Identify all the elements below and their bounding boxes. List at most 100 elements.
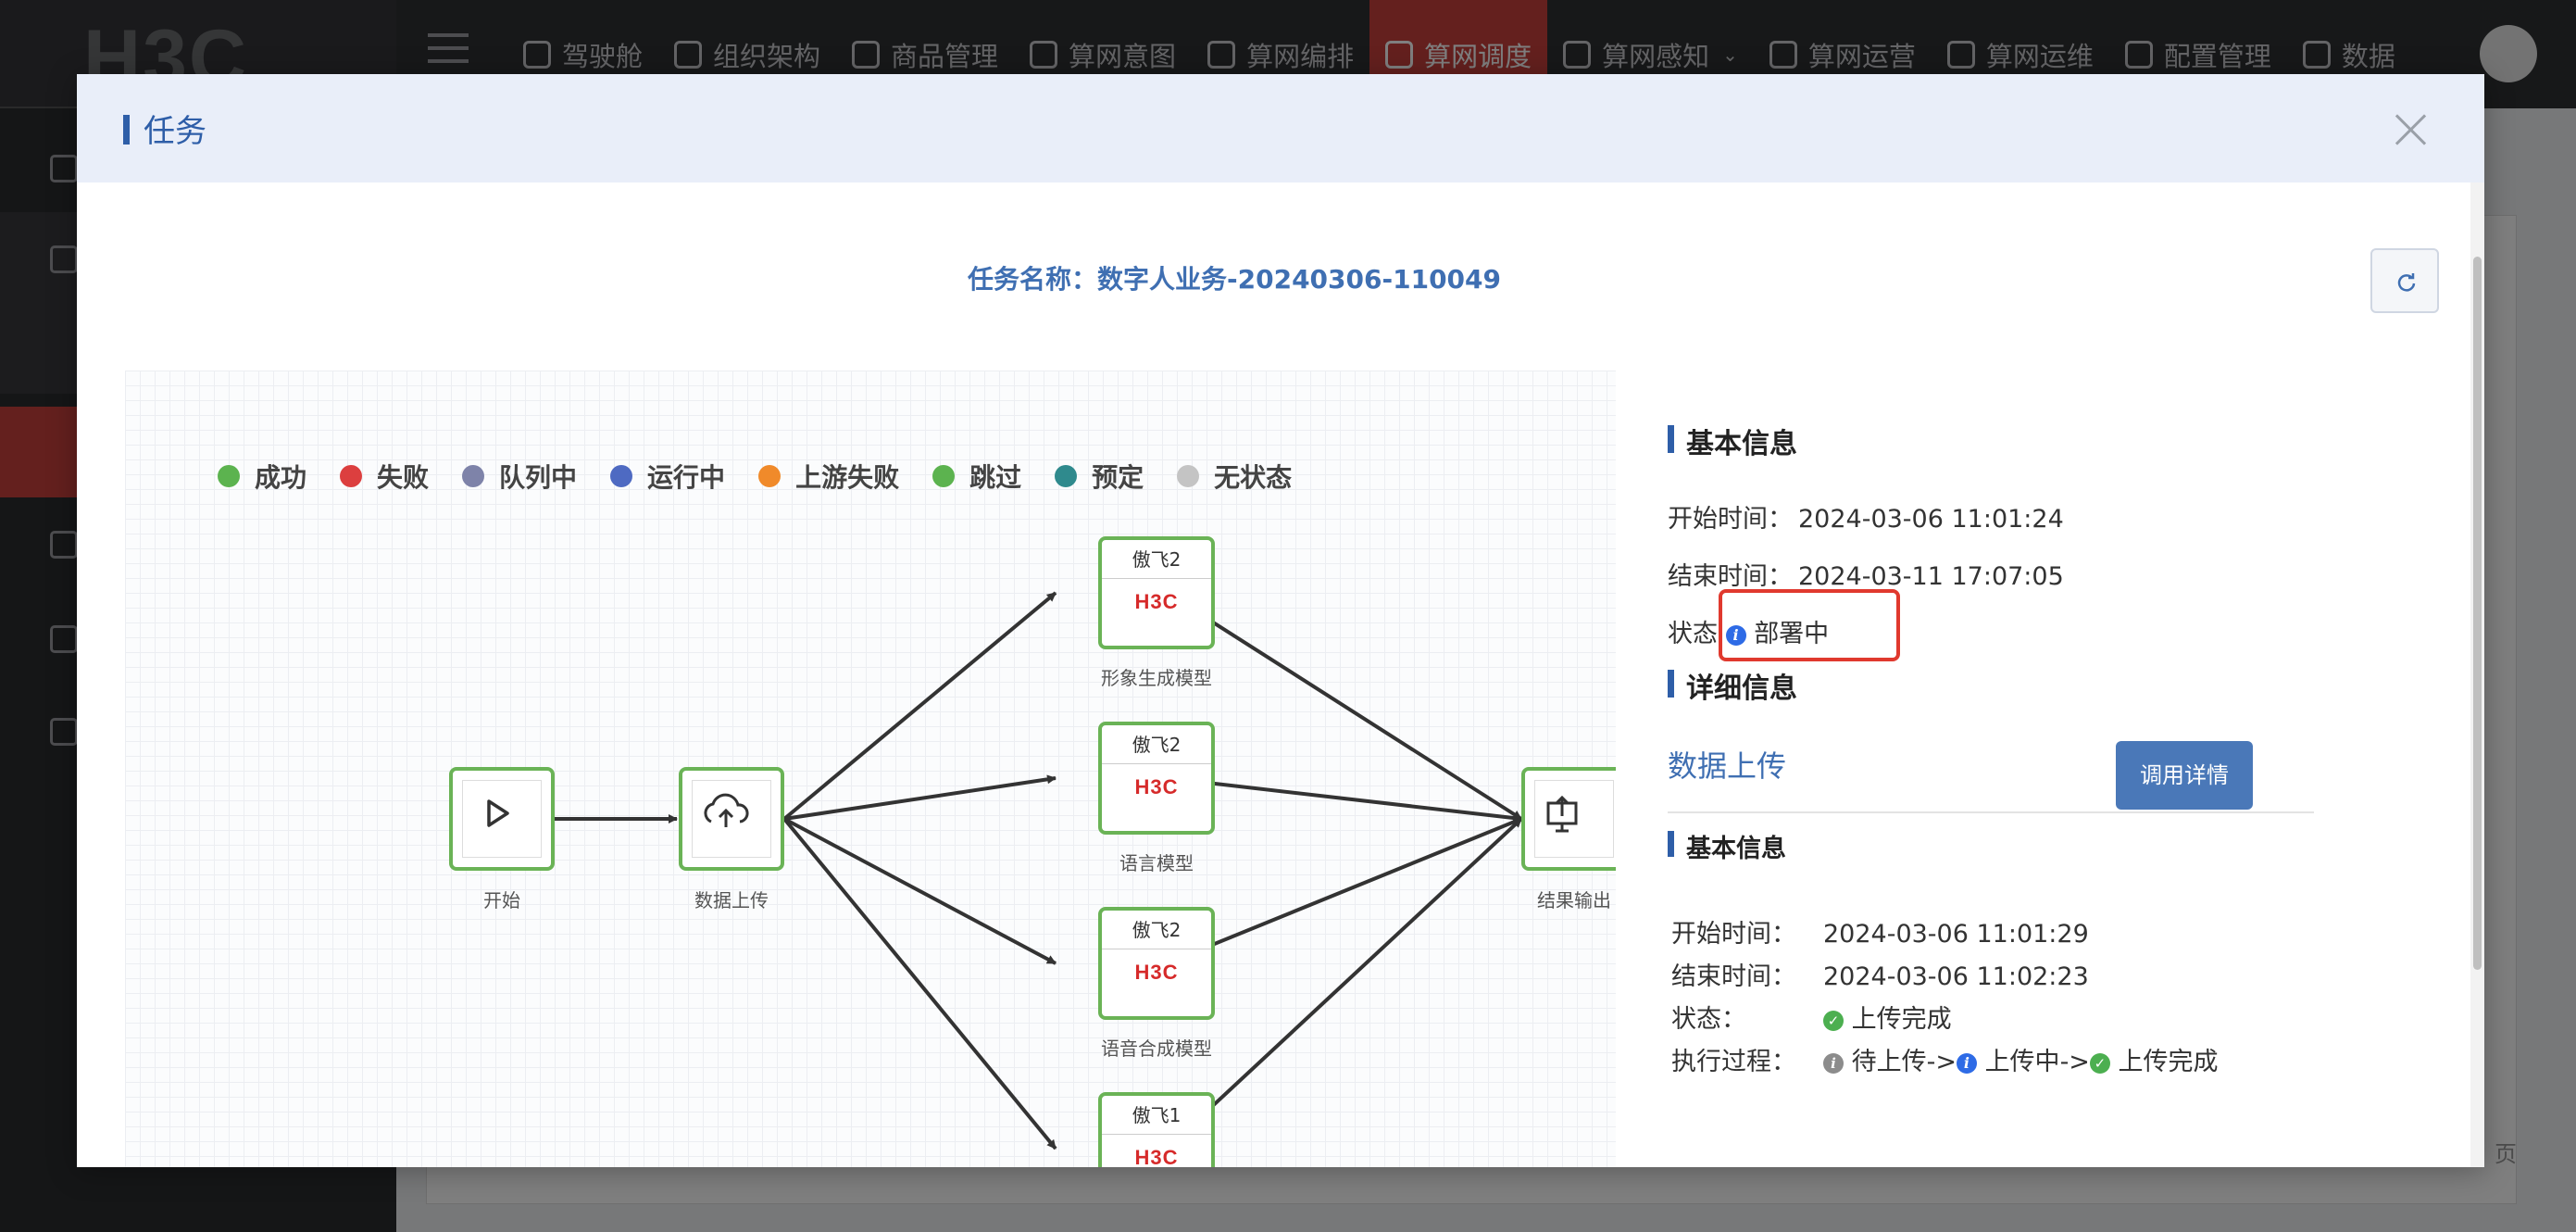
legend-dot-icon [1055, 465, 1078, 487]
cloud-upload-icon [704, 793, 749, 827]
model-node-3[interactable]: 傲飞2 H3C [1098, 907, 1215, 1020]
stage-status-row: 状态： ✓ 上传完成 [1671, 999, 1952, 1035]
divider [1668, 811, 2314, 813]
result-node-inner [1534, 780, 1614, 858]
model-node-header: 傲飞2 [1102, 911, 1211, 949]
info-icon: i [1956, 1053, 1977, 1074]
modal-title: 任务 [144, 113, 206, 150]
h3c-logo: H3C [1134, 775, 1179, 798]
stage-end-time-label: 结束时间： [1671, 962, 1796, 991]
model-node-label: 语音合成模型 [1101, 1037, 1212, 1060]
start-time-value: 2024-03-06 11:01:24 [1798, 505, 2064, 534]
legend-label: 上游失败 [795, 462, 900, 493]
result-output-node[interactable] [1521, 767, 1616, 871]
upload-node[interactable] [679, 767, 784, 871]
graph-edges [553, 591, 1523, 1150]
stage-process-label: 执行过程： [1671, 1048, 1796, 1076]
modal-header: 任务 [77, 74, 2484, 182]
process-arrow: -> [2059, 1048, 2090, 1076]
legend-item[interactable]: 失败 [340, 458, 429, 495]
model-node-1[interactable]: 傲飞2 H3C [1098, 536, 1215, 649]
stage-status-value: 上传完成 [1851, 1005, 1952, 1034]
start-time-row: 开始时间：2024-03-06 11:01:24 [1668, 498, 2064, 534]
legend-item[interactable]: 跳过 [932, 458, 1021, 495]
refresh-icon [2397, 273, 2416, 292]
legend-label: 跳过 [969, 462, 1022, 493]
stage-start-time-label: 开始时间： [1671, 920, 1796, 949]
legend-dot-icon [932, 465, 956, 487]
result-output-label: 结果输出 [1537, 889, 1611, 911]
legend-label: 失败 [377, 462, 430, 493]
stage-end-time-row: 结束时间： 2024-03-06 11:02:23 [1671, 956, 2089, 992]
status-highlight-box [1719, 589, 1900, 661]
basic-info-title: 基本信息 [1668, 421, 1797, 461]
legend-item[interactable]: 队列中 [462, 458, 577, 495]
edge-model-2-end [1166, 776, 1522, 823]
legend-dot-icon [1177, 465, 1200, 487]
end-time-row: 结束时间：2024-03-11 17:07:05 [1668, 556, 2064, 592]
legend-item[interactable]: 预定 [1055, 458, 1144, 495]
task-modal: 任务 任务名称：数字人业务-20240306-110049 成功失败队列中运行中… [77, 74, 2484, 1167]
h3c-logo: H3C [1134, 1146, 1179, 1167]
start-node[interactable] [449, 767, 555, 871]
legend-dot-icon [340, 465, 363, 487]
model-node-2[interactable]: 傲飞2 H3C [1098, 722, 1215, 835]
process-step-1: 待上传 [1851, 1048, 1927, 1076]
monitor-upload-icon [1546, 795, 1578, 833]
status-label: 状态 [1668, 620, 1718, 648]
call-detail-button[interactable]: 调用详情 [2116, 741, 2253, 810]
modal-scrollbar[interactable] [2470, 182, 2484, 1167]
edge-upload-model-1 [782, 591, 1057, 821]
legend-label: 成功 [255, 462, 307, 493]
legend-item[interactable]: 成功 [218, 458, 306, 495]
scrollbar-thumb[interactable] [2473, 257, 2482, 970]
start-node-label: 开始 [483, 889, 520, 911]
detail-info-title: 详细信息 [1668, 665, 1797, 706]
start-time-label: 开始时间： [1668, 505, 1793, 534]
edge-model-4-end [1165, 817, 1523, 1150]
model-node-label: 语言模型 [1119, 852, 1194, 874]
workflow-graph: 成功 失败 队列中 运行中 上游失败 跳过 预定 无状态 [125, 371, 1616, 1167]
start-node-inner [462, 780, 542, 858]
refresh-button[interactable] [2370, 248, 2439, 313]
edge-upload-model-2 [783, 774, 1057, 821]
stage-start-time-row: 开始时间：2024-03-06 11:01:29 [1671, 913, 2089, 949]
model-node-header: 傲飞2 [1102, 725, 1211, 764]
legend-label: 无状态 [1214, 462, 1293, 493]
model-node-label: 形象生成模型 [1101, 667, 1212, 689]
upload-node-label: 数据上传 [694, 889, 769, 911]
h3c-logo: H3C [1134, 590, 1179, 613]
status-value: 部署中 [1754, 620, 1830, 648]
edge-upload-model-3 [783, 817, 1057, 965]
process-arrow: -> [1926, 1048, 1957, 1076]
legend-item[interactable]: 运行中 [610, 458, 725, 495]
legend-dot-icon [462, 465, 485, 487]
pending-info-icon: i [1823, 1053, 1844, 1074]
play-icon [487, 799, 509, 827]
stage-name: 数据上传 [1668, 748, 1787, 784]
model-node-4[interactable]: 傲飞1 H3C [1098, 1092, 1215, 1167]
h3c-logo: H3C [1134, 961, 1179, 984]
title-accent-bar [123, 115, 130, 145]
check-circle-icon: ✓ [1823, 1011, 1844, 1031]
model-node-header: 傲飞1 [1102, 1096, 1211, 1135]
edge-model-3-end [1166, 817, 1522, 965]
stage-end-time-value: 2024-03-06 11:02:23 [1823, 962, 2089, 991]
legend-label: 运行中 [647, 462, 726, 493]
stage-status-label: 状态： [1671, 1005, 1746, 1034]
status-row: 状态 i 部署中 [1668, 613, 1829, 649]
legend-label: 预定 [1092, 462, 1144, 493]
process-step-2: 上传中 [1984, 1048, 2060, 1076]
upload-node-inner [692, 780, 771, 858]
stage-basic-info-title: 基本信息 [1668, 828, 1786, 864]
edge-upload-model-4 [782, 817, 1057, 1150]
end-time-value: 2024-03-11 17:07:05 [1798, 562, 2064, 591]
close-icon[interactable] [2392, 111, 2429, 148]
legend-label: 队列中 [499, 462, 578, 493]
legend-item[interactable]: 上游失败 [758, 458, 899, 495]
legend-dot-icon [218, 465, 240, 487]
info-icon: i [1725, 625, 1746, 646]
legend-item[interactable]: 无状态 [1177, 458, 1292, 495]
model-node-header: 傲飞2 [1102, 540, 1211, 579]
edge-model-1-end [1165, 591, 1523, 821]
